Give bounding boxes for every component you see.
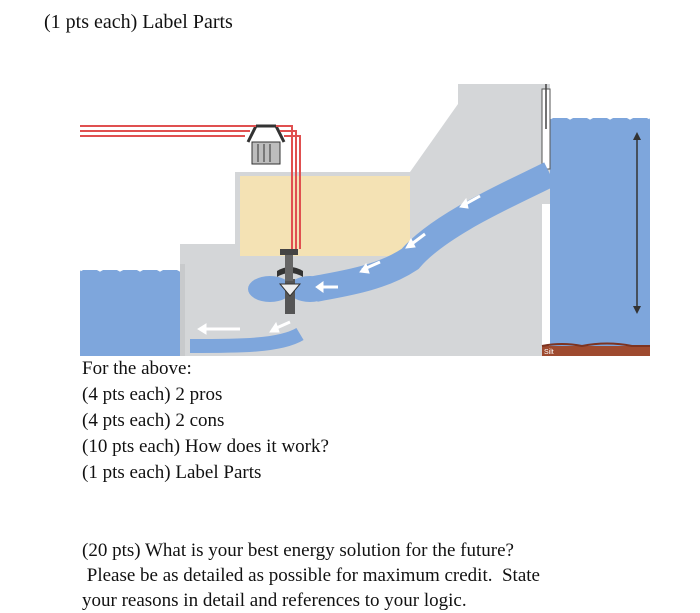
shaft (280, 249, 298, 281)
question-intro: For the above: (82, 358, 192, 379)
silt-layer: Silt (541, 342, 650, 356)
flow-arrows (197, 194, 481, 335)
essay-question: (20 pts) What is your best energy soluti… (82, 538, 540, 613)
page-header: (1 pts each) Label Parts (44, 11, 233, 33)
silt-label: Silt (544, 349, 554, 356)
power-lines (80, 125, 301, 249)
head-height-arrow (633, 132, 641, 314)
intake-gate (541, 84, 551, 170)
hydroelectric-dam-diagram: Silt (80, 84, 650, 356)
penstock (189, 162, 556, 353)
generator (246, 124, 286, 165)
question-cons: (4 pts each) 2 cons (82, 410, 225, 431)
question-label-parts: (1 pts each) Label Parts (82, 462, 262, 483)
question-pros: (4 pts each) 2 pros (82, 384, 223, 405)
essay-line: your reasons in detail and references to… (82, 590, 467, 611)
question-how-it-works: (10 pts each) How does it work? (82, 436, 329, 457)
reservoir (549, 113, 650, 356)
essay-line: (20 pts) What is your best energy soluti… (82, 540, 514, 561)
essay-line: Please be as detailed as possible for ma… (82, 565, 540, 586)
powerhouse (240, 176, 410, 256)
